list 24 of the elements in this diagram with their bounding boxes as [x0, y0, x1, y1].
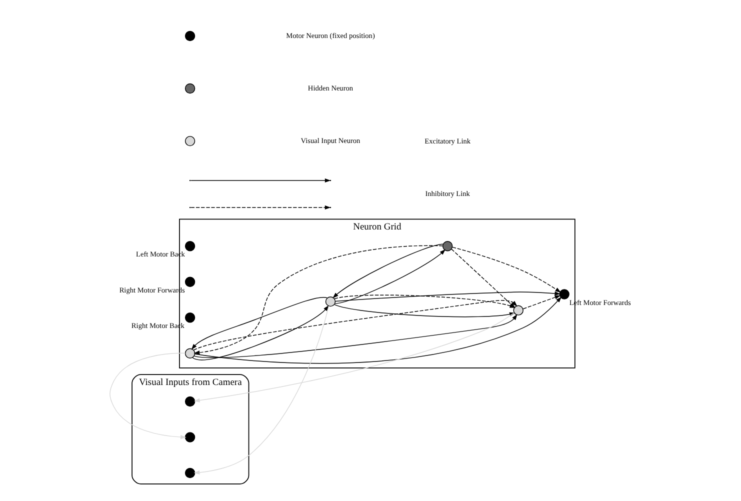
node-circle	[184, 276, 196, 287]
arrow	[194, 306, 330, 474]
arrow	[191, 296, 328, 350]
node-circle	[184, 396, 196, 407]
arrow	[110, 352, 186, 440]
arrow	[335, 291, 561, 302]
node-circle	[325, 296, 336, 307]
arrow	[194, 296, 562, 364]
arrow	[452, 246, 562, 293]
arrow	[334, 249, 446, 304]
arrow	[522, 295, 561, 310]
node-circle	[442, 241, 453, 252]
node-circle	[184, 468, 196, 478]
node-circle	[184, 432, 196, 442]
node-circle	[184, 312, 196, 323]
arrow	[194, 245, 444, 355]
node-circle	[184, 348, 196, 358]
arrow	[194, 314, 518, 358]
arrow	[192, 305, 329, 360]
cluster: Visual Inputs from Camera	[132, 374, 250, 484]
node-circle	[513, 305, 524, 316]
node-circle	[184, 241, 196, 252]
node-circle	[559, 289, 570, 300]
arrow	[332, 244, 444, 298]
